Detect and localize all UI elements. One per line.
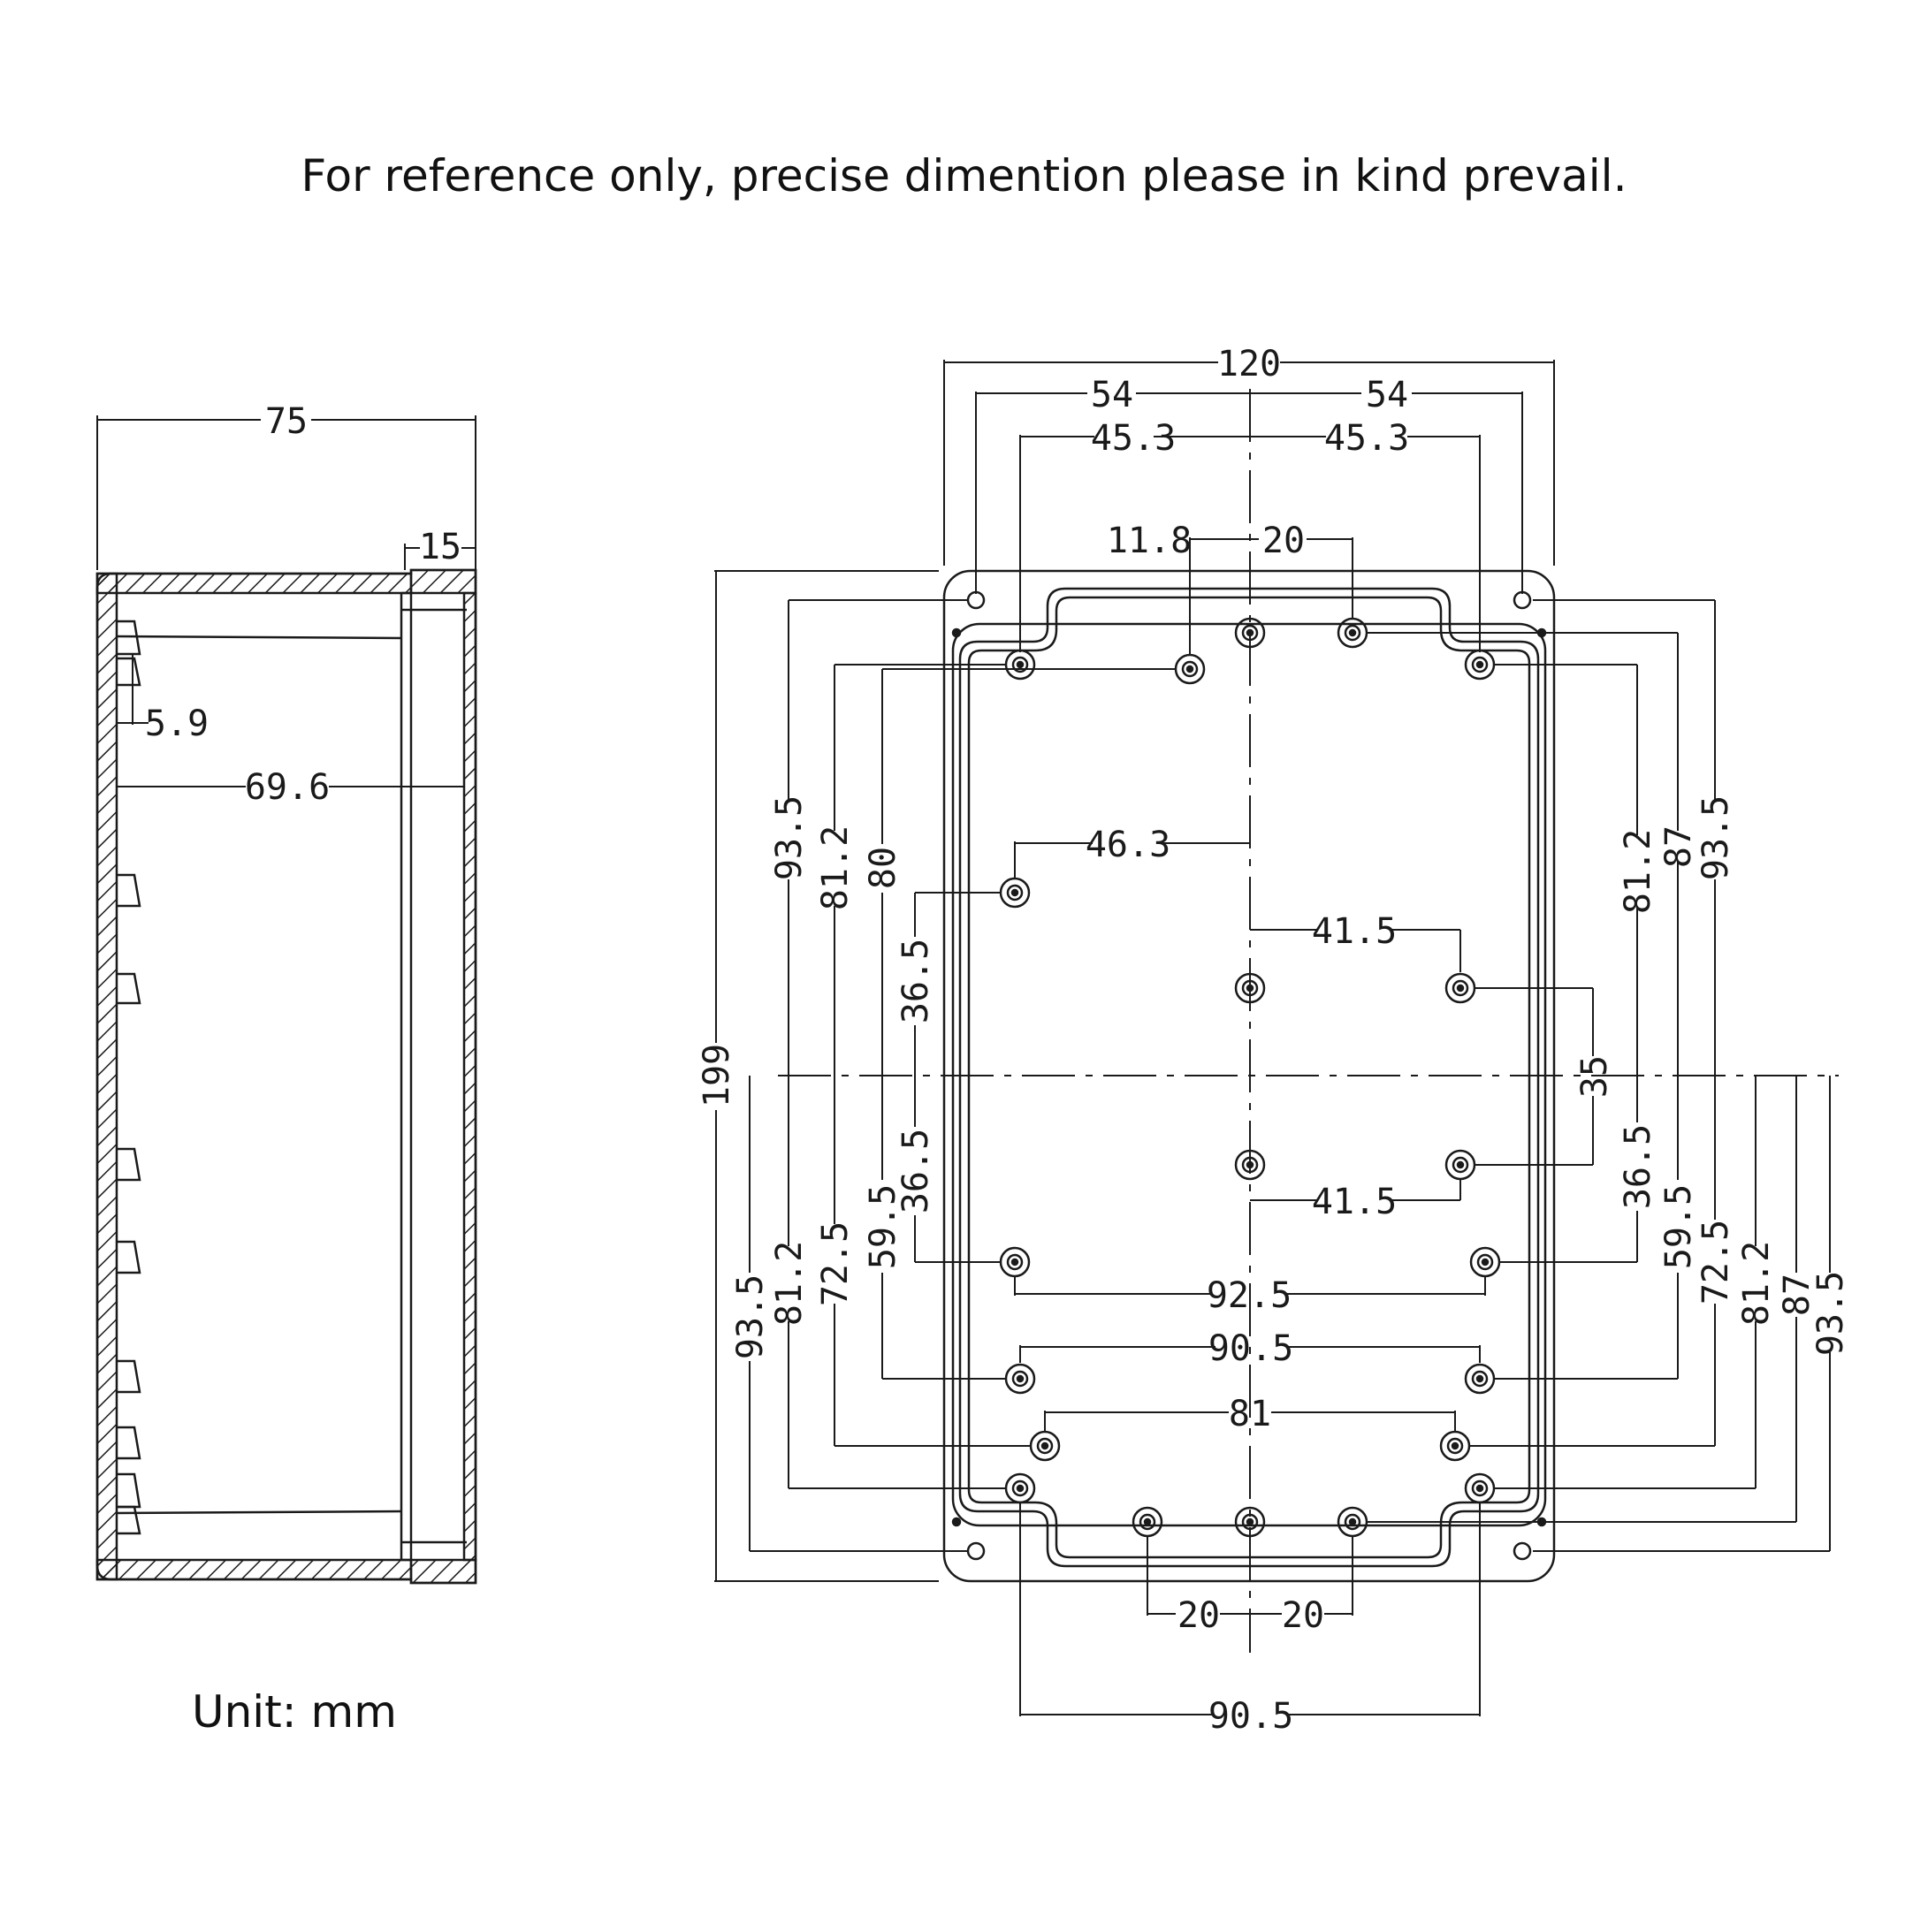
label-120: 120: [1217, 344, 1281, 384]
label-15: 15: [419, 527, 461, 567]
label-right-upper-93-5: 93.5: [1696, 795, 1736, 880]
boss: [999, 877, 1031, 909]
right-dimensions: [1367, 599, 1831, 1552]
top-view-labels: 120 54 54 45.3 45.3 11.8 20 46.3 41.5 41…: [697, 344, 1851, 1737]
label-right-lower-72-5: 72.5: [1696, 1220, 1736, 1304]
label-right-upper-81-2: 81.2: [1618, 829, 1658, 914]
label-5-9: 5.9: [145, 704, 209, 744]
boss: [1234, 1149, 1266, 1181]
dim-5-9: [116, 636, 149, 725]
boss: [1464, 649, 1496, 681]
boss: [1029, 1430, 1061, 1462]
label-left-upper-80: 80: [863, 847, 903, 889]
label-left-upper-81-2: 81.2: [815, 825, 856, 910]
label-left-lower-36-5: 36.5: [895, 1129, 936, 1213]
label-right-upper-87: 87: [1658, 825, 1699, 868]
label-90-5-bottom: 90.5: [1208, 1696, 1293, 1737]
boss: [1004, 649, 1036, 681]
boss: [1464, 1363, 1496, 1395]
boss: [1464, 1472, 1496, 1504]
side-view-labels: 75 15 5.9 69.6: [145, 401, 461, 808]
boss: [1174, 653, 1206, 685]
boss: [1439, 1430, 1471, 1462]
label-right-lower-93-5: 93.5: [1810, 1271, 1851, 1356]
top-view-gasket-inner: [958, 587, 1540, 1568]
boss: [999, 1246, 1031, 1278]
side-view-ribs: [116, 608, 467, 1544]
label-41-5-lower: 41.5: [1312, 1182, 1397, 1222]
label-11-8: 11.8: [1107, 521, 1192, 561]
dim-15: [404, 539, 476, 570]
boss: [1234, 972, 1266, 1004]
label-20-bottom-left: 20: [1177, 1595, 1220, 1636]
top-view: [714, 360, 1839, 1716]
label-left-upper-36-5: 36.5: [895, 939, 936, 1023]
boss: [1132, 1506, 1163, 1538]
label-right-lower-59-5: 59.5: [1658, 1184, 1699, 1269]
label-69-6: 69.6: [245, 767, 330, 808]
boss: [1444, 1149, 1476, 1181]
centerlines: [778, 389, 1839, 1653]
boss: [1337, 1506, 1368, 1538]
label-45-3-right: 45.3: [1324, 418, 1409, 459]
boss: [1234, 617, 1266, 649]
side-view-outline: [95, 568, 477, 1585]
label-90-5-inner: 90.5: [1208, 1328, 1293, 1369]
label-right-lower-81-2: 81.2: [1736, 1241, 1777, 1326]
label-left-lower-81-2: 81.2: [769, 1241, 810, 1326]
label-20-top: 20: [1262, 521, 1305, 561]
boss: [1004, 1472, 1036, 1504]
boss: [1469, 1246, 1501, 1278]
boss: [1444, 972, 1476, 1004]
label-35: 35: [1574, 1055, 1615, 1098]
label-199: 199: [697, 1044, 737, 1107]
label-81: 81: [1229, 1394, 1271, 1434]
reference-note: For reference only, precise dimention pl…: [301, 150, 1627, 202]
mounting-bosses: [999, 617, 1501, 1538]
label-75: 75: [265, 401, 308, 442]
label-46-3: 46.3: [1086, 825, 1170, 865]
top-dimensions: [943, 360, 1555, 1716]
label-45-3-left: 45.3: [1091, 418, 1176, 459]
label-54-left: 54: [1091, 375, 1133, 415]
label-92-5: 92.5: [1207, 1275, 1292, 1316]
label-right-lower-36-5: 36.5: [1618, 1124, 1658, 1209]
boss: [1004, 1363, 1036, 1395]
label-20-bottom-right: 20: [1282, 1595, 1324, 1636]
left-dimensions: [714, 570, 1176, 1582]
side-view: [95, 415, 477, 1585]
boss: [1234, 1506, 1266, 1538]
label-54-right: 54: [1366, 375, 1408, 415]
unit-note: Unit: mm: [192, 1686, 397, 1738]
label-left-lower-59-5: 59.5: [863, 1184, 903, 1269]
label-left-lower-93-5: 93.5: [730, 1274, 771, 1359]
label-left-upper-93-5: 93.5: [769, 795, 810, 880]
label-left-lower-72-5: 72.5: [815, 1221, 856, 1306]
label-right-lower-87: 87: [1777, 1274, 1818, 1316]
label-41-5-upper: 41.5: [1312, 911, 1397, 952]
